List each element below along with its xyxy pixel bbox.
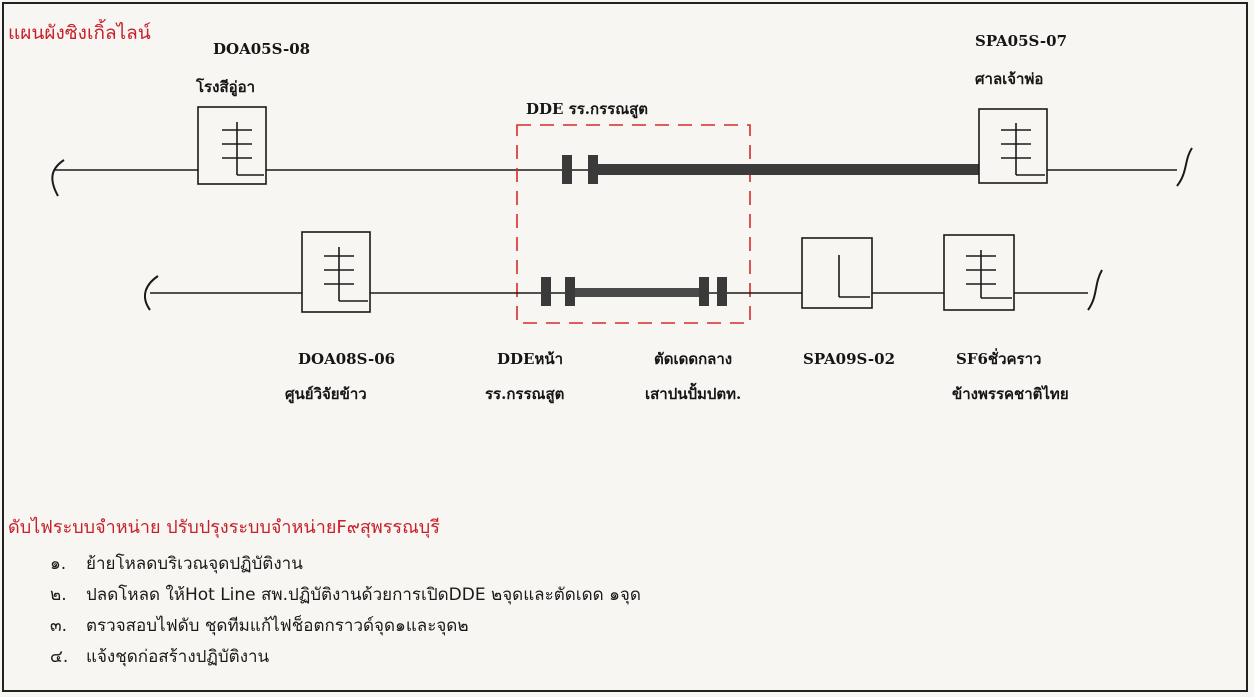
single-line-diagram — [51, 106, 1193, 324]
line2-break-left — [143, 275, 159, 311]
switch-doa05s-08 — [197, 106, 267, 185]
line2-break-right — [1087, 269, 1103, 311]
step-text: ปลดโหลด ให้Hot Line สพ.ปฏิบัติงานด้วยการ… — [86, 585, 641, 605]
step-number: ๓. — [50, 616, 68, 636]
label-spa05s-name: ศาลเจ้าพ่อ — [975, 70, 1044, 88]
label-doa08s-code: DOA08S-06 — [298, 350, 396, 368]
dde-zone-box — [516, 124, 751, 324]
label-cutout-1: ตัดเดดกลาง — [654, 350, 733, 368]
steps-list: ๑. ย้ายโหลดบริเวณจุดปฏิบัติงาน ๒. ปลดโหลด … — [50, 549, 641, 673]
line1-deenergized-section — [598, 164, 986, 175]
dde-line1 — [562, 155, 598, 184]
step-item: ๓. ตรวจสอบไฟดับ ชุดทีมแก้ไฟช็อตกราวด์จุด๑… — [50, 611, 641, 642]
dde-front-line2 — [541, 277, 575, 306]
step-item: ๑. ย้ายโหลดบริเวณจุดปฏิบัติงาน — [50, 549, 641, 580]
deadend-cut-line2 — [699, 277, 727, 306]
step-number: ๔. — [50, 647, 69, 667]
step-item: ๔. แจ้งชุดก่อสร้างปฏิบัติงาน — [50, 642, 641, 673]
step-item: ๒. ปลดโหลด ให้Hot Line สพ.ปฏิบัติงานด้วยก… — [50, 580, 641, 611]
diagram-title: แผนผังซิงเกิ้ลไลน์ — [8, 22, 151, 44]
label-sf6-2: ข้างพรรคชาติไทย — [952, 385, 1069, 403]
label-dde-zone: DDE รร.กรรณสูต — [526, 100, 649, 118]
notes-title: ดับไฟระบบจำหน่าย ปรับปรุงระบบจำหน่ายF๙สุ… — [8, 517, 440, 538]
label-dde-front-1: DDEหน้า — [497, 350, 564, 368]
label-spa05s-code: SPA05S-07 — [975, 32, 1068, 50]
label-spa09s-code: SPA09S-02 — [803, 350, 896, 368]
step-number: ๒. — [50, 585, 67, 605]
switch-sf6-temporary — [943, 234, 1015, 311]
label-doa05s-name: โรงสีอู่อา — [196, 78, 256, 96]
step-number: ๑. — [50, 554, 67, 574]
line1-break-left — [51, 159, 65, 197]
line1-break-right — [1176, 147, 1193, 187]
label-dde-front-2: รร.กรรณสูต — [485, 385, 565, 403]
label-doa05s-code: DOA05S-08 — [213, 40, 311, 58]
switch-spa05s-07 — [978, 108, 1048, 184]
line2-deenergized-section — [575, 288, 699, 297]
switch-doa08s-06 — [301, 231, 371, 313]
label-cutout-2: เสาปนปั้มปตท. — [645, 385, 742, 403]
step-text: ย้ายโหลดบริเวณจุดปฏิบัติงาน — [86, 554, 303, 574]
switch-spa09s-02 — [801, 237, 873, 309]
label-doa08s-name: ศูนย์วิจัยข้าว — [285, 385, 367, 403]
label-sf6-1: SF6ชั่วคราว — [956, 350, 1042, 368]
step-text: ตรวจสอบไฟดับ ชุดทีมแก้ไฟช็อตกราวด์จุด๑แล… — [86, 616, 469, 636]
step-text: แจ้งชุดก่อสร้างปฏิบัติงาน — [86, 647, 270, 667]
